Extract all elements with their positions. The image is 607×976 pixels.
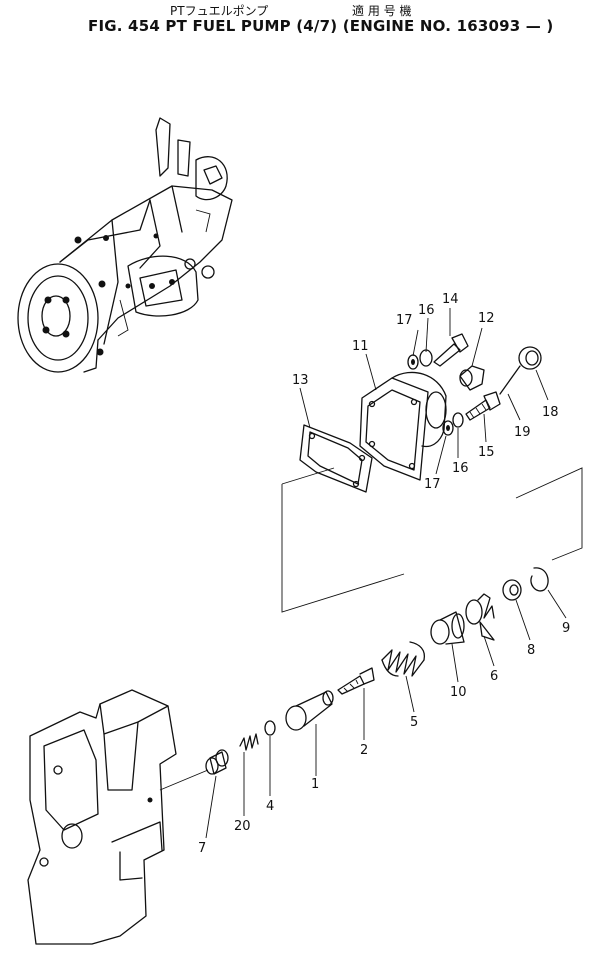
pump-assembly-illustration: [17, 117, 233, 373]
plunger-1-illustration: [285, 690, 334, 731]
callout-16-lower: 16: [452, 461, 469, 476]
callout-19: 19: [514, 425, 531, 440]
plug-18-illustration: [518, 346, 542, 370]
callout-14: 14: [442, 292, 459, 307]
pump-housing-illustration: [27, 689, 177, 945]
callout-20: 20: [234, 819, 251, 834]
callout-6: 6: [490, 669, 498, 684]
washer-4-illustration: [264, 720, 276, 736]
spring-20-illustration: [239, 733, 259, 751]
spring-6-illustration: [465, 593, 495, 641]
callout-16-upper: 16: [418, 303, 435, 318]
callout-labels: 1 2 4 5 6 7 8 9 10 11 12 13 14 15 16 16 …: [198, 292, 570, 856]
washer-17-lower-illustration: [442, 420, 454, 436]
cover-housing-11-illustration: [359, 371, 447, 481]
japanese-applicability-label: 適 用 号 機: [352, 4, 412, 18]
fitting-12-illustration: [459, 365, 485, 391]
callout-17-upper: 17: [396, 313, 413, 328]
sleeve-7-illustration: [205, 749, 229, 775]
callout-17-lower: 17: [424, 477, 441, 492]
bolt-15-illustration: [465, 391, 501, 421]
header-japanese: PTフュエルポンプ 適 用 号 機: [0, 2, 607, 20]
callout-18: 18: [542, 405, 559, 420]
callout-15: 15: [478, 445, 495, 460]
callout-9: 9: [562, 621, 570, 636]
callout-8: 8: [527, 643, 535, 658]
bolt-14-illustration: [433, 333, 469, 367]
needle-2-illustration: [337, 667, 375, 695]
washer-16-lower-illustration: [452, 412, 464, 428]
gasket-13-illustration: [299, 424, 373, 493]
callout-13: 13: [292, 373, 309, 388]
pipe-19-illustration: [499, 365, 521, 395]
callout-7: 7: [198, 841, 206, 856]
snap-ring-9-illustration: [530, 567, 549, 592]
callout-12: 12: [478, 311, 495, 326]
callout-5: 5: [410, 715, 418, 730]
callout-11: 11: [352, 339, 369, 354]
sleeve-10-illustration: [430, 611, 465, 645]
exploded-guide-lines: [159, 467, 583, 791]
retainer-8-illustration: [502, 579, 522, 601]
callout-2: 2: [360, 743, 368, 758]
leader-lines: [205, 308, 567, 839]
callout-4: 4: [266, 799, 274, 814]
spring-5-illustration: [381, 641, 426, 677]
callout-10: 10: [450, 685, 467, 700]
japanese-part-name: PTフュエルポンプ: [170, 4, 269, 18]
washer-17-upper-illustration: [407, 354, 419, 370]
figure-title: FIG. 454 PT FUEL PUMP (4/7) (ENGINE NO. …: [88, 17, 554, 35]
washer-16-upper-illustration: [419, 349, 433, 367]
callout-1: 1: [311, 777, 319, 792]
